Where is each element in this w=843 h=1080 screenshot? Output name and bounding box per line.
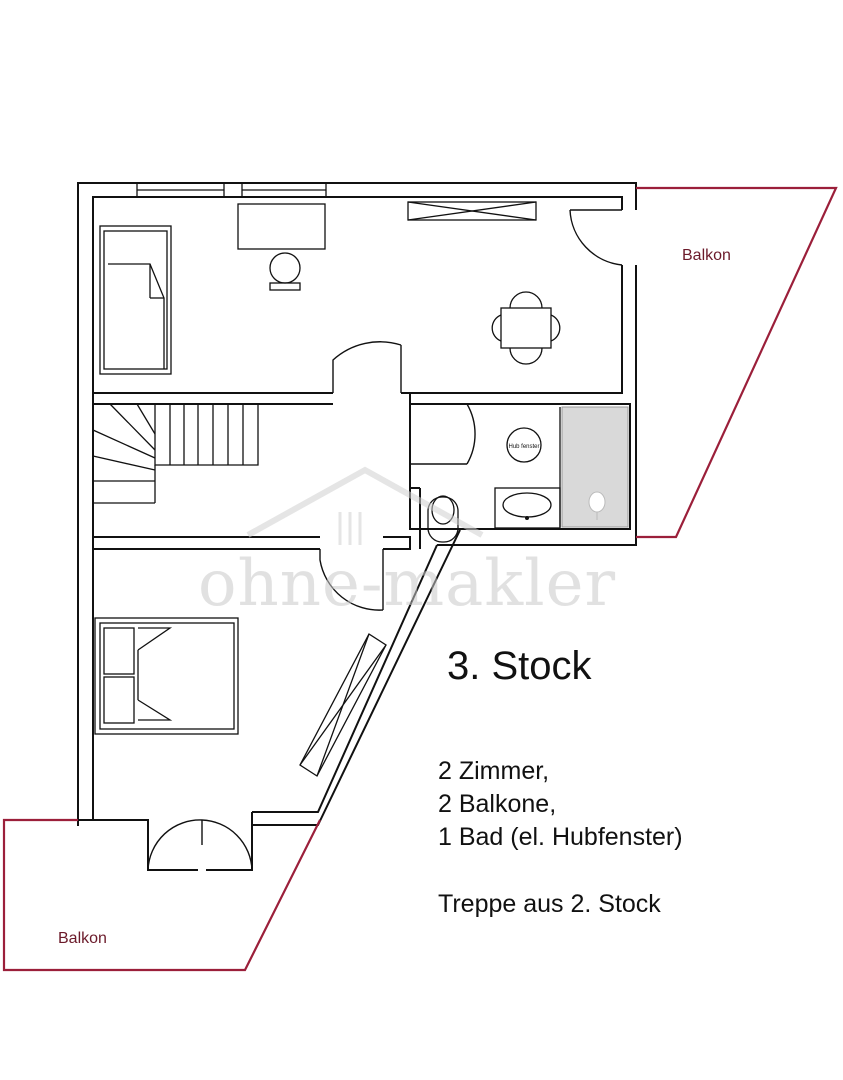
double-bed [94,617,239,735]
cabinet [407,201,537,221]
balcony-right [636,186,838,539]
balcony-left [2,818,321,972]
outer-walls [77,182,637,871]
sofa [99,225,172,375]
description-line-1: 2 Zimmer, [438,757,550,785]
skylight-label: Hub fenster [508,444,539,450]
desk-with-chair [237,203,326,291]
balcony-label-right: Balkon [682,247,731,264]
diagonal-window [299,633,387,777]
staircase [92,403,259,504]
floor-title: 3. Stock [447,644,592,688]
dining-table [491,291,561,365]
watermark-house-icon [246,466,484,545]
watermark-text: ohne-makler [198,547,617,621]
door-swings [147,209,623,871]
interior-walls [92,392,631,550]
description-line-2: 2 Balkone, [438,790,557,818]
balcony-label-left: Balkon [58,930,107,947]
stairs-note: Treppe aus 2. Stock [438,890,661,918]
top-windows [136,182,327,198]
description-line-3: 1 Bad (el. Hubfenster) [438,823,683,851]
bathroom-fixtures [427,406,629,543]
